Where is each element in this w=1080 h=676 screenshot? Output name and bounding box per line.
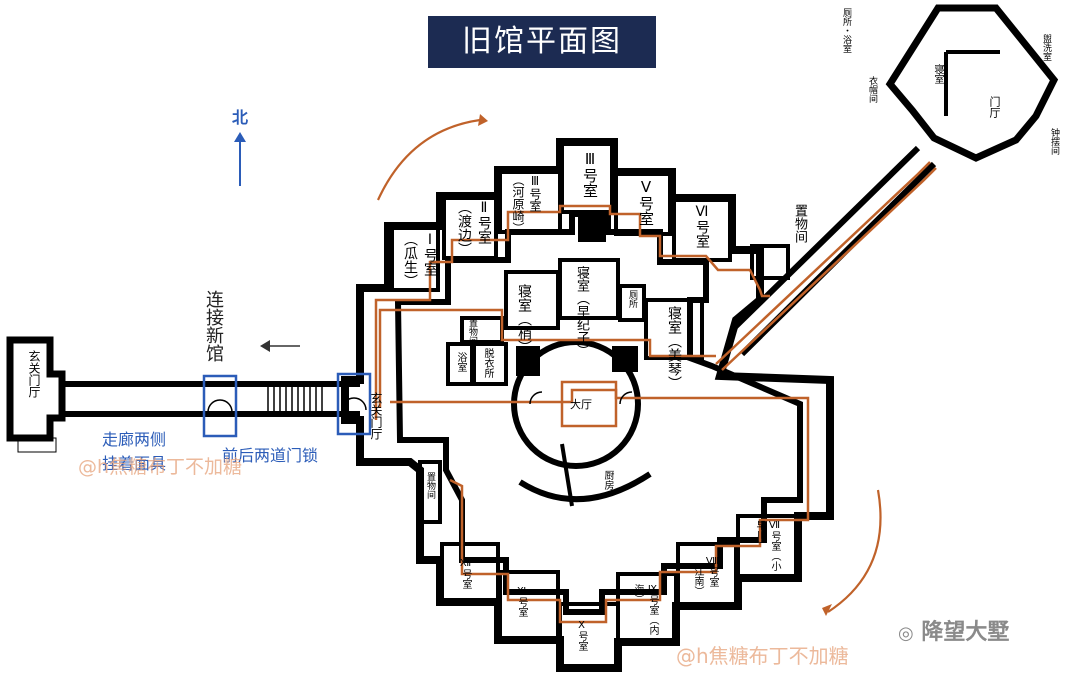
label-tower-toilet-bath: 厕所・浴室 xyxy=(841,8,851,53)
lock-box-1 xyxy=(202,374,238,438)
route-arrow-top xyxy=(376,118,481,201)
label-room-7: Ⅶ号室（小早川） xyxy=(754,520,780,571)
link-new-building-label: 连接新馆 xyxy=(203,290,224,362)
arrowhead-bottom xyxy=(822,604,832,616)
room-storage-lower xyxy=(418,460,442,524)
label-room-6: Ⅵ号室 xyxy=(694,204,710,248)
wall-block-1 xyxy=(516,346,540,376)
route-inner xyxy=(378,308,716,408)
label-tower-closet: 衣帽间 xyxy=(867,76,877,103)
label-room-8: Ⅷ号室（江南） xyxy=(692,556,718,596)
route-north xyxy=(374,204,770,420)
label-room-12: Ⅻ号室 xyxy=(460,558,471,589)
wechat-icon: ◎ xyxy=(898,623,914,644)
label-entrance-main: 玄关门厅 xyxy=(369,392,383,440)
label-entrance-left: 玄关门厅 xyxy=(27,350,41,398)
label-room-5: Ⅴ号室 xyxy=(637,178,655,226)
room-xi xyxy=(498,570,560,640)
label-storage-small: 置物间 xyxy=(467,318,477,345)
label-bedroom-shao: 寝室（梢） xyxy=(516,284,532,354)
label-room-11: Ⅺ号室 xyxy=(516,586,527,617)
label-bedroom-miki: 寝室（美琴） xyxy=(666,306,682,390)
north-arrow-icon xyxy=(234,132,246,186)
watermark-bottom: @h焦糖布丁不加糖 xyxy=(676,644,849,668)
label-tower-clock: 钟摆间 xyxy=(1049,128,1059,155)
label-hall: 大厅 xyxy=(570,398,592,411)
kitchen-divider xyxy=(560,443,574,507)
label-tower-bedroom: 寝室 xyxy=(932,64,943,84)
label-tower-hall: 门厅 xyxy=(988,96,1001,118)
label-bath: 浴室 xyxy=(455,352,466,372)
label-room-3: Ⅲ号室（河原崎） xyxy=(511,174,542,234)
wall-block-3 xyxy=(578,216,606,242)
label-kitchen: 厨房 xyxy=(602,470,613,490)
logo-text: 降望大墅 xyxy=(921,620,1010,645)
corridor-steps xyxy=(267,386,323,412)
page-title: 旧馆平面图 xyxy=(428,16,656,68)
room-storage-right xyxy=(750,244,790,280)
label-toilet: 厕所 xyxy=(627,290,637,308)
label-room-1: Ⅰ号室（瓜生） xyxy=(402,232,438,288)
label-room-10: Ⅹ号室 xyxy=(576,620,587,651)
label-tower-wash: 盥洗室 xyxy=(1041,34,1051,61)
label-bedroom-saki: 寝室（早纪子） xyxy=(574,266,589,357)
double-lock-note: 前后两道门锁 xyxy=(222,446,319,465)
hall-box xyxy=(560,380,618,428)
label-dressing: 脱衣所 xyxy=(482,348,493,378)
label-room-4: Ⅲ号室 xyxy=(581,150,599,198)
label-room-2: Ⅱ号室（渡边） xyxy=(456,200,492,256)
clock-tower-outline xyxy=(885,4,1059,162)
watermark-left: @h焦糖布丁不加糖 xyxy=(78,456,243,478)
label-storage-lower: 置物间 xyxy=(425,472,435,499)
kitchen-arc xyxy=(518,471,652,503)
tower-bridge-upper xyxy=(729,145,921,333)
route-arrow-bottom xyxy=(827,489,882,613)
room-vi xyxy=(672,196,732,262)
room-ii xyxy=(442,194,498,260)
link-arrow-head xyxy=(260,340,270,352)
entrance-steps xyxy=(17,437,57,453)
room-miki xyxy=(644,298,704,360)
brand-logo: ◎ 降望大墅 xyxy=(898,614,1009,646)
room-i xyxy=(390,224,440,292)
room-xii xyxy=(440,542,500,602)
corridor-masks-note: 走廊两侧 挂着面具 xyxy=(102,430,167,473)
route-tower-2 xyxy=(721,167,937,371)
hall-circle xyxy=(511,339,641,469)
wall-block-2 xyxy=(612,346,638,372)
north-label: 北 xyxy=(231,108,248,127)
label-storage-right: 置物间 xyxy=(792,204,807,243)
arrowhead-top xyxy=(478,114,488,126)
room-v xyxy=(614,170,672,236)
route-tower xyxy=(715,161,931,365)
room-iv xyxy=(560,140,614,214)
lock-box-2 xyxy=(336,372,372,436)
label-room-9: Ⅸ号室（内海） xyxy=(632,584,658,635)
